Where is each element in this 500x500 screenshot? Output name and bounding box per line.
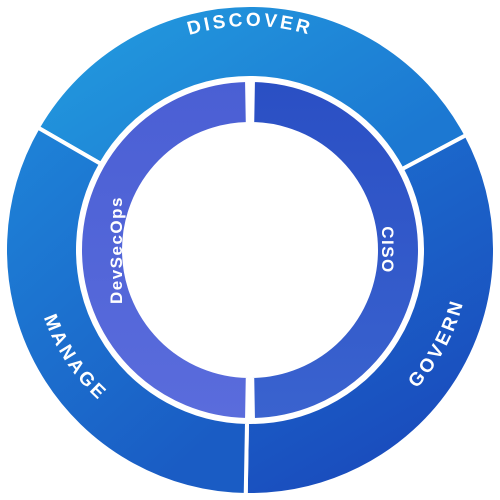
inner-segment-label-devsecops: DevSecOps (107, 196, 126, 304)
center-circle (124, 124, 376, 376)
inner-segment-label-ciso: CISO (378, 226, 397, 274)
